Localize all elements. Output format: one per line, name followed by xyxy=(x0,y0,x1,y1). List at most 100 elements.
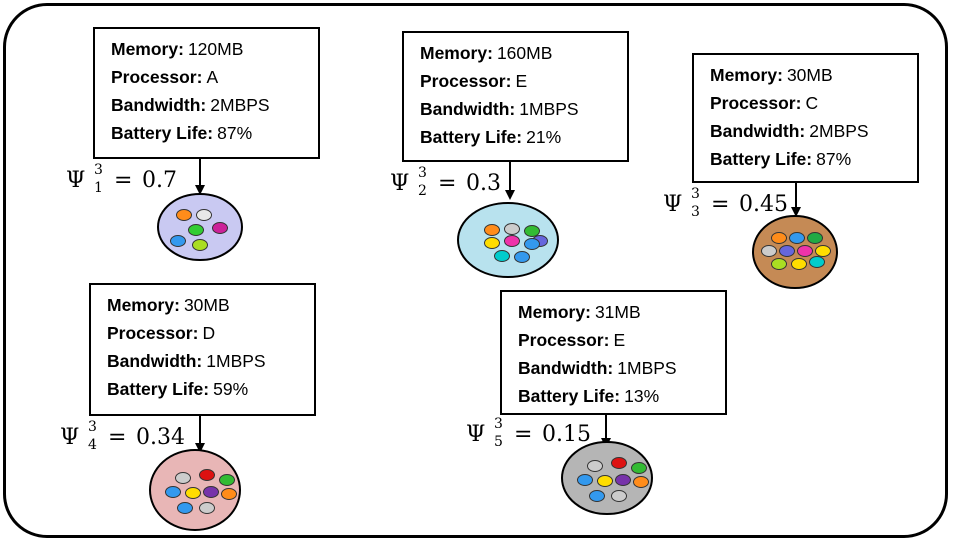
cluster-member-dot xyxy=(484,224,500,236)
bandwidth-value: 1MBPS xyxy=(206,351,266,371)
bandwidth-row: Bandwidth:2MBPS xyxy=(111,91,318,119)
cluster-member-dot xyxy=(221,488,237,500)
memory-row: Memory:31MB xyxy=(518,298,725,326)
cluster-member-dot xyxy=(212,222,228,234)
bandwidth-row: Bandwidth:1MBPS xyxy=(420,95,627,123)
node-2-info-box: Memory:160MB Processor:E Bandwidth:1MBPS… xyxy=(402,31,629,162)
bandwidth-value: 1MBPS xyxy=(519,99,579,119)
phi-equals: = xyxy=(108,425,127,450)
battery-row: Battery Life:87% xyxy=(710,145,917,173)
memory-label: Memory: xyxy=(710,65,783,85)
psi-symbol: Ψ xyxy=(60,425,80,450)
psi-symbol: Ψ xyxy=(466,422,486,447)
battery-label: Battery Life: xyxy=(111,123,214,143)
cluster-member-dot xyxy=(761,245,777,257)
cluster-member-dot xyxy=(504,223,520,235)
battery-value: 21% xyxy=(526,127,562,147)
memory-row: Memory:30MB xyxy=(107,291,314,319)
cluster-member-dot xyxy=(175,472,191,484)
phi-equals: = xyxy=(114,168,133,193)
memory-value: 160MB xyxy=(496,43,553,63)
outer-frame xyxy=(3,3,948,538)
node-5-cluster xyxy=(561,441,653,515)
bandwidth-label: Bandwidth: xyxy=(107,351,203,371)
processor-value: E xyxy=(515,71,528,91)
processor-row: Processor:E xyxy=(518,326,725,354)
phi-superscript: 3 xyxy=(88,419,97,435)
cluster-member-dot xyxy=(631,462,647,474)
battery-value: 87% xyxy=(217,123,253,143)
cluster-member-dot xyxy=(524,238,540,250)
cluster-member-dot xyxy=(611,457,627,469)
battery-row: Battery Life:13% xyxy=(518,382,725,410)
cluster-member-dot xyxy=(188,224,204,236)
phi-superscript: 3 xyxy=(94,162,103,178)
phi-superscript: 3 xyxy=(418,165,427,181)
cluster-member-dot xyxy=(177,502,193,514)
cluster-member-dot xyxy=(185,487,201,499)
cluster-member-dot xyxy=(203,486,219,498)
processor-row: Processor:D xyxy=(107,319,314,347)
battery-row: Battery Life:59% xyxy=(107,375,314,403)
memory-row: Memory:30MB xyxy=(710,61,917,89)
cluster-member-dot xyxy=(484,237,500,249)
phi-superscript: 3 xyxy=(691,186,700,202)
memory-value: 30MB xyxy=(786,65,833,85)
cluster-member-dot xyxy=(199,469,215,481)
processor-value: E xyxy=(613,330,626,350)
memory-label: Memory: xyxy=(111,39,184,59)
battery-value: 87% xyxy=(816,149,852,169)
phi-subscript: 1 xyxy=(94,180,103,196)
phi-value: 0.45 xyxy=(739,192,788,217)
phi-value: 0.34 xyxy=(136,425,185,450)
phi-subscript: 4 xyxy=(88,437,97,453)
battery-label: Battery Life: xyxy=(107,379,210,399)
cluster-member-dot xyxy=(807,232,823,244)
cluster-member-dot xyxy=(611,490,627,502)
psi-symbol: Ψ xyxy=(663,192,683,217)
cluster-member-dot xyxy=(514,251,530,263)
phi-value: 0.15 xyxy=(542,422,591,447)
processor-row: Processor:A xyxy=(111,63,318,91)
bandwidth-row: Bandwidth:2MBPS xyxy=(710,117,917,145)
cluster-member-dot xyxy=(494,250,510,262)
cluster-member-dot xyxy=(791,258,807,270)
cluster-member-dot xyxy=(771,258,787,270)
node-3-info-box: Memory:30MB Processor:C Bandwidth:2MBPS … xyxy=(692,53,919,183)
node-1-info-box: Memory:120MB Processor:A Bandwidth:2MBPS… xyxy=(93,27,320,159)
phi-value: 0.7 xyxy=(142,168,177,193)
bandwidth-label: Bandwidth: xyxy=(710,121,806,141)
processor-label: Processor: xyxy=(111,67,203,87)
processor-value: A xyxy=(206,67,219,87)
memory-row: Memory:120MB xyxy=(111,35,318,63)
cluster-member-dot xyxy=(789,232,805,244)
node-2-phi-label: Ψ 3 2 = 0.3 xyxy=(390,165,510,205)
cluster-member-dot xyxy=(815,245,831,257)
cluster-member-dot xyxy=(633,476,649,488)
phi-subscript: 5 xyxy=(494,434,503,450)
node-4-phi-label: Ψ 3 4 = 0.34 xyxy=(60,419,200,459)
bandwidth-label: Bandwidth: xyxy=(420,99,516,119)
cluster-member-dot xyxy=(589,490,605,502)
cluster-member-dot xyxy=(771,232,787,244)
cluster-member-dot xyxy=(597,475,613,487)
cluster-member-dot xyxy=(524,225,540,237)
phi-equals: = xyxy=(711,192,730,217)
bandwidth-value: 1MBPS xyxy=(617,358,677,378)
node-1-phi-label: Ψ 3 1 = 0.7 xyxy=(66,162,196,202)
battery-label: Battery Life: xyxy=(710,149,813,169)
cluster-member-dot xyxy=(797,245,813,257)
memory-row: Memory:160MB xyxy=(420,39,627,67)
memory-label: Memory: xyxy=(518,302,591,322)
node-4-cluster xyxy=(149,449,241,531)
memory-label: Memory: xyxy=(107,295,180,315)
processor-label: Processor: xyxy=(518,330,610,350)
psi-symbol: Ψ xyxy=(66,168,86,193)
cluster-member-dot xyxy=(165,486,181,498)
bandwidth-label: Bandwidth: xyxy=(518,358,614,378)
phi-equals: = xyxy=(438,171,457,196)
memory-value: 30MB xyxy=(183,295,230,315)
cluster-member-dot xyxy=(577,474,593,486)
